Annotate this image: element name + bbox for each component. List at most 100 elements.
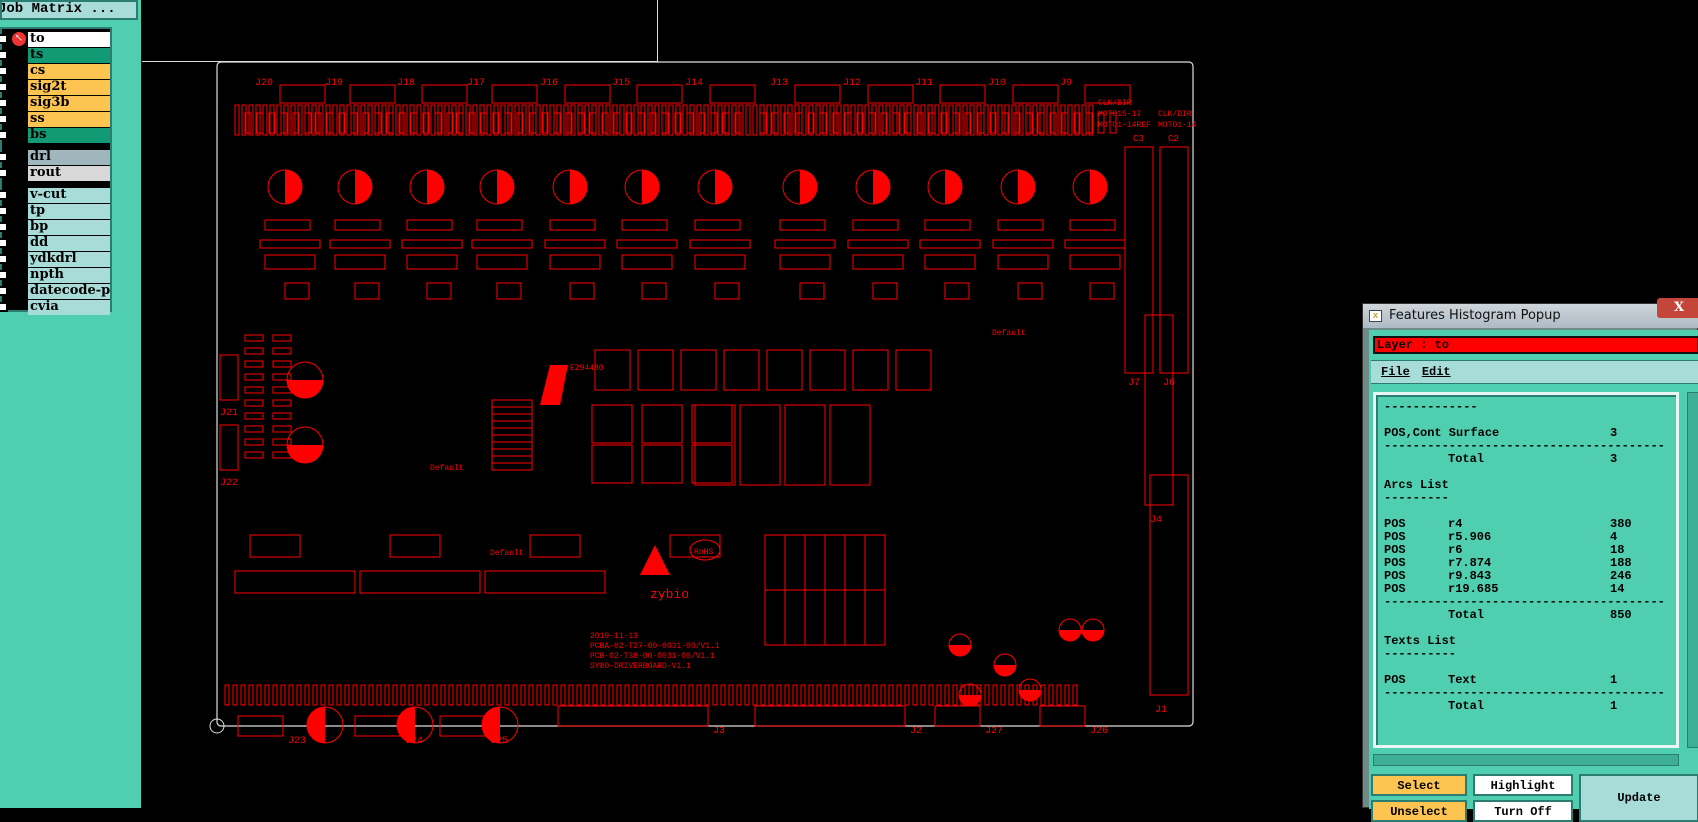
pin xyxy=(283,104,289,136)
layer-row-dd[interactable]: dd xyxy=(0,235,112,251)
pin xyxy=(871,104,877,136)
layer-name[interactable]: npth xyxy=(28,268,110,283)
layer-row-sig2t[interactable]: sig2t xyxy=(0,79,112,95)
component xyxy=(401,239,463,249)
layer-row-datecode-ptc[interactable]: datecode-ptc xyxy=(0,283,112,299)
col-count: 14 xyxy=(1610,582,1625,596)
layer-checkbox[interactable] xyxy=(0,66,8,76)
pin xyxy=(829,104,835,136)
resistor xyxy=(244,412,264,420)
layer-checkbox[interactable] xyxy=(0,238,8,248)
layer-name[interactable]: bs xyxy=(28,128,110,143)
capacitor-fill xyxy=(945,170,962,204)
unselect-button[interactable]: Unselect xyxy=(1371,800,1467,822)
layer-checkbox[interactable] xyxy=(0,302,8,312)
job-matrix-title[interactable]: Job Matrix ... xyxy=(0,0,138,20)
layer-name[interactable]: bp xyxy=(28,220,110,235)
pin xyxy=(272,684,278,706)
update-button[interactable]: Update xyxy=(1579,774,1698,822)
pin xyxy=(577,104,583,136)
close-button[interactable]: X xyxy=(1657,298,1698,318)
pad xyxy=(661,112,669,134)
layer-row-to[interactable]: ↖to xyxy=(0,31,112,47)
layer-name[interactable]: drl xyxy=(28,150,110,165)
layer-name[interactable]: sig2t xyxy=(28,80,110,95)
layer-row-cvia[interactable]: cvia xyxy=(0,299,112,315)
clk-label: CLK/DIR xyxy=(1158,110,1192,119)
vertical-scrollbar[interactable] xyxy=(1687,392,1698,748)
layer-row-sig3b[interactable]: sig3b xyxy=(0,95,112,111)
layer-row-cs[interactable]: cs xyxy=(0,63,112,79)
connector-label: J23 xyxy=(288,736,306,745)
layer-checkbox[interactable] xyxy=(0,168,8,178)
layer-row-v-cut[interactable]: v-cut xyxy=(0,187,112,203)
horizontal-scrollbar[interactable] xyxy=(1373,754,1679,766)
pin xyxy=(376,684,382,706)
pad xyxy=(734,112,742,134)
layer-name[interactable]: ydkdrl xyxy=(28,252,110,267)
pin xyxy=(822,104,828,136)
layer-name[interactable]: dd xyxy=(28,236,110,251)
layer-row-tp[interactable]: tp xyxy=(0,203,112,219)
layer-name[interactable]: datecode-ptc xyxy=(28,284,110,299)
layer-name[interactable]: v-cut xyxy=(28,188,110,203)
layer-row-bp[interactable]: bp xyxy=(0,219,112,235)
layer-checkbox[interactable] xyxy=(0,190,8,200)
layer-name[interactable]: rout xyxy=(28,166,110,181)
layer-row-ts[interactable]: ts xyxy=(0,47,112,63)
menu-edit[interactable]: Edit xyxy=(1421,365,1451,379)
resistor xyxy=(272,399,292,407)
layer-name[interactable]: tp xyxy=(28,204,110,219)
layer-row-ydkdrl[interactable]: ydkdrl xyxy=(0,251,112,267)
layer-checkbox[interactable] xyxy=(0,152,8,162)
connector xyxy=(1039,705,1086,727)
pin xyxy=(255,104,261,136)
layer-checkbox[interactable] xyxy=(0,50,8,60)
component xyxy=(544,239,606,249)
layer-row-ss[interactable]: ss xyxy=(0,111,112,127)
layer-row-rout[interactable]: rout xyxy=(0,165,112,181)
component xyxy=(616,239,678,249)
layer-checkbox[interactable] xyxy=(0,114,8,124)
layer-checkbox[interactable] xyxy=(0,222,8,232)
histogram-line: Texts List xyxy=(1376,635,1676,648)
col-count: 188 xyxy=(1610,556,1632,570)
relay xyxy=(680,349,717,391)
layer-name[interactable]: cs xyxy=(28,64,110,79)
menu-file[interactable]: File xyxy=(1381,365,1410,379)
layer-checkbox[interactable] xyxy=(0,206,8,216)
highlight-button[interactable]: Highlight xyxy=(1473,774,1573,796)
col-type: POS xyxy=(1384,673,1406,687)
layer-row-bs[interactable]: bs xyxy=(0,127,112,143)
layer-checkbox[interactable] xyxy=(0,98,8,108)
layer-row-npth[interactable]: npth xyxy=(0,267,112,283)
layer-checkbox[interactable] xyxy=(0,130,8,140)
capacitor-fill xyxy=(873,170,890,204)
pin xyxy=(913,104,919,136)
layer-checkbox[interactable] xyxy=(0,34,8,44)
layer-checkbox[interactable] xyxy=(0,82,8,92)
layer-row-drl[interactable]: drl xyxy=(0,149,112,165)
layer-checkbox[interactable] xyxy=(0,254,8,264)
pin xyxy=(320,684,326,706)
pin xyxy=(353,104,359,136)
pin xyxy=(920,684,926,706)
select-button[interactable]: Select xyxy=(1371,774,1467,796)
pin xyxy=(465,104,471,136)
layer-name[interactable]: sig3b xyxy=(28,96,110,111)
resistor xyxy=(244,399,264,407)
layer-name[interactable]: to xyxy=(28,32,110,47)
pin xyxy=(592,684,598,706)
layer-name[interactable]: cvia xyxy=(28,300,110,315)
layer-checkbox[interactable] xyxy=(0,270,8,280)
layer-checkbox[interactable] xyxy=(0,286,8,296)
layer-name[interactable]: ts xyxy=(28,48,110,63)
component xyxy=(1064,239,1126,249)
turn-off-button[interactable]: Turn Off xyxy=(1473,800,1573,822)
capacitor-fill xyxy=(1090,170,1107,204)
histogram-line: ---------- xyxy=(1376,648,1676,661)
resistor xyxy=(272,438,292,446)
layer-name[interactable]: ss xyxy=(28,112,110,127)
